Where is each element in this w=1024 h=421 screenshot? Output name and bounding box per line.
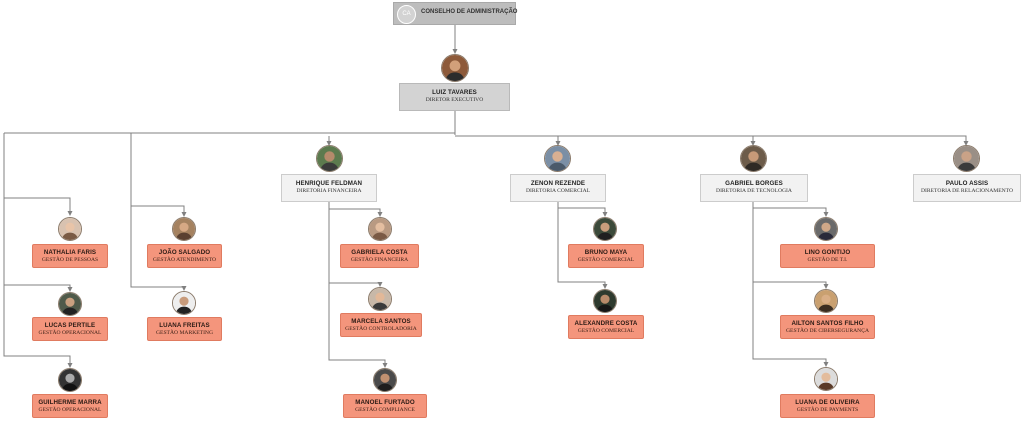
manager-node-luana-freitas[interactable]: LUANA FREITAS GESTÃO MARKETING [147, 317, 222, 341]
manager-node-gabriela[interactable]: GABRIELA COSTA GESTÃO FINANCEIRA [340, 244, 419, 268]
director-role: DIRETORIA FINANCEIRA [296, 188, 362, 194]
avatar-luiz-tavares [441, 54, 469, 82]
avatar-joao-salgado [172, 217, 196, 241]
avatar-bruno-maya [593, 217, 617, 241]
manager-name: LUANA DE OLIVEIRA [795, 399, 860, 406]
manager-name: LINO GONTIJO [804, 249, 851, 256]
director-role: DIRETORIA COMERCIAL [525, 188, 591, 194]
avatar-zenon-rezende [544, 145, 571, 172]
manager-node-luana-de-oliveira[interactable]: LUANA DE OLIVEIRA GESTÃO DE PAYMENTS [780, 394, 875, 418]
manager-node-joao[interactable]: JOÃO SALGADO GESTÃO ATENDIMENTO [147, 244, 222, 268]
avatar-ailton-santos-filho [814, 289, 838, 313]
manager-role: GESTÃO OPERACIONAL [38, 407, 102, 413]
manager-role: GESTÃO FINANCEIRA [350, 257, 409, 263]
manager-role: GESTÃO COMERCIAL [577, 257, 635, 263]
manager-role: GESTÃO DE CIBERSEGURANÇA [786, 328, 869, 334]
avatar-gabriela-costa [368, 217, 392, 241]
avatar-alexandre-costa [593, 289, 617, 313]
manager-node-ailton[interactable]: AILTON SANTOS FILHO GESTÃO DE CIBERSEGUR… [780, 315, 875, 339]
manager-name: GABRIELA COSTA [351, 249, 408, 256]
avatar-marcela-santos [368, 287, 392, 311]
ceo-role: DIRETOR EXECUTIVO [425, 97, 484, 103]
manager-node-bruno[interactable]: BRUNO MAYA GESTÃO COMERCIAL [568, 244, 644, 268]
manager-name: GUILHERME MARRA [38, 399, 102, 406]
manager-role: GESTÃO COMPLIANCE [355, 407, 415, 413]
ceo-node[interactable]: LUIZ TAVARES DIRETOR EXECUTIVO [399, 83, 510, 111]
board-logo-icon: CA [397, 5, 416, 24]
manager-name: BRUNO MAYA [584, 249, 628, 256]
director-node-tecnologia[interactable]: GABRIEL BORGES DIRETORIA DE TECNOLOGIA [700, 174, 808, 202]
manager-name: AILTON SANTOS FILHO [791, 320, 864, 327]
avatar-gabriel-borges [740, 145, 767, 172]
manager-role: GESTÃO DE PESSOAS [41, 257, 99, 263]
director-name: GABRIEL BORGES [725, 180, 783, 187]
manager-node-alexandre[interactable]: ALEXANDRE COSTA GESTÃO COMERCIAL [568, 315, 644, 339]
manager-role: GESTÃO DE PAYMENTS [796, 407, 859, 413]
avatar-lucas-pertile [58, 292, 82, 316]
manager-name: ALEXANDRE COSTA [574, 320, 638, 327]
manager-name: MANOEL FURTADO [355, 399, 415, 406]
director-name: ZENON REZENDE [530, 180, 586, 187]
board-title: CONSELHO DE ADMINISTRAÇÃO [421, 9, 518, 15]
avatar-henrique-feldman [316, 145, 343, 172]
director-node-financeira[interactable]: HENRIQUE FELDMAN DIRETORIA FINANCEIRA [281, 174, 377, 202]
director-node-relacionamento[interactable]: PAULO ASSIS DIRETORIA DE RELACIONAMENTO [913, 174, 1021, 202]
director-name: PAULO ASSIS [945, 180, 989, 187]
avatar-lino-gontijo [814, 217, 838, 241]
avatar-luana-freitas [172, 291, 196, 315]
manager-node-lucas[interactable]: LUCAS PERTILE GESTÃO OPERACIONAL [32, 317, 108, 341]
avatar-guilherme-marra [58, 368, 82, 392]
director-name: HENRIQUE FELDMAN [295, 180, 363, 187]
manager-role: GESTÃO OPERACIONAL [38, 330, 102, 336]
manager-role: GESTÃO COMERCIAL [577, 328, 635, 334]
board-node[interactable]: CA CONSELHO DE ADMINISTRAÇÃO [393, 2, 518, 25]
avatar-luana-de-oliveira [814, 367, 838, 391]
manager-node-guilherme[interactable]: GUILHERME MARRA GESTÃO OPERACIONAL [32, 394, 108, 418]
manager-name: LUCAS PERTILE [44, 322, 96, 329]
manager-name: NATHALIA FARIS [43, 249, 97, 256]
manager-role: GESTÃO DE T.I. [807, 257, 848, 263]
manager-role: GESTÃO CONTROLADORIA [345, 326, 417, 332]
manager-node-lino[interactable]: LINO GONTIJO GESTÃO DE T.I. [780, 244, 875, 268]
director-node-comercial[interactable]: ZENON REZENDE DIRETORIA COMERCIAL [510, 174, 606, 202]
manager-role: GESTÃO MARKETING [155, 330, 214, 336]
ceo-name: LUIZ TAVARES [432, 89, 477, 96]
manager-name: MARCELA SANTOS [351, 318, 411, 325]
manager-name: JOÃO SALGADO [158, 249, 211, 256]
avatar-manoel-furtado [373, 368, 397, 392]
manager-node-nathalia[interactable]: NATHALIA FARIS GESTÃO DE PESSOAS [32, 244, 108, 268]
director-role: DIRETORIA DE RELACIONAMENTO [920, 188, 1014, 194]
avatar-paulo-assis [953, 145, 980, 172]
manager-name: LUANA FREITAS [159, 322, 210, 329]
director-role: DIRETORIA DE TECNOLOGIA [716, 188, 792, 194]
avatar-nathalia-faris [58, 217, 82, 241]
manager-role: GESTÃO ATENDIMENTO [152, 257, 217, 263]
manager-node-marcela[interactable]: MARCELA SANTOS GESTÃO CONTROLADORIA [340, 313, 422, 337]
manager-node-manoel[interactable]: MANOEL FURTADO GESTÃO COMPLIANCE [343, 394, 427, 418]
